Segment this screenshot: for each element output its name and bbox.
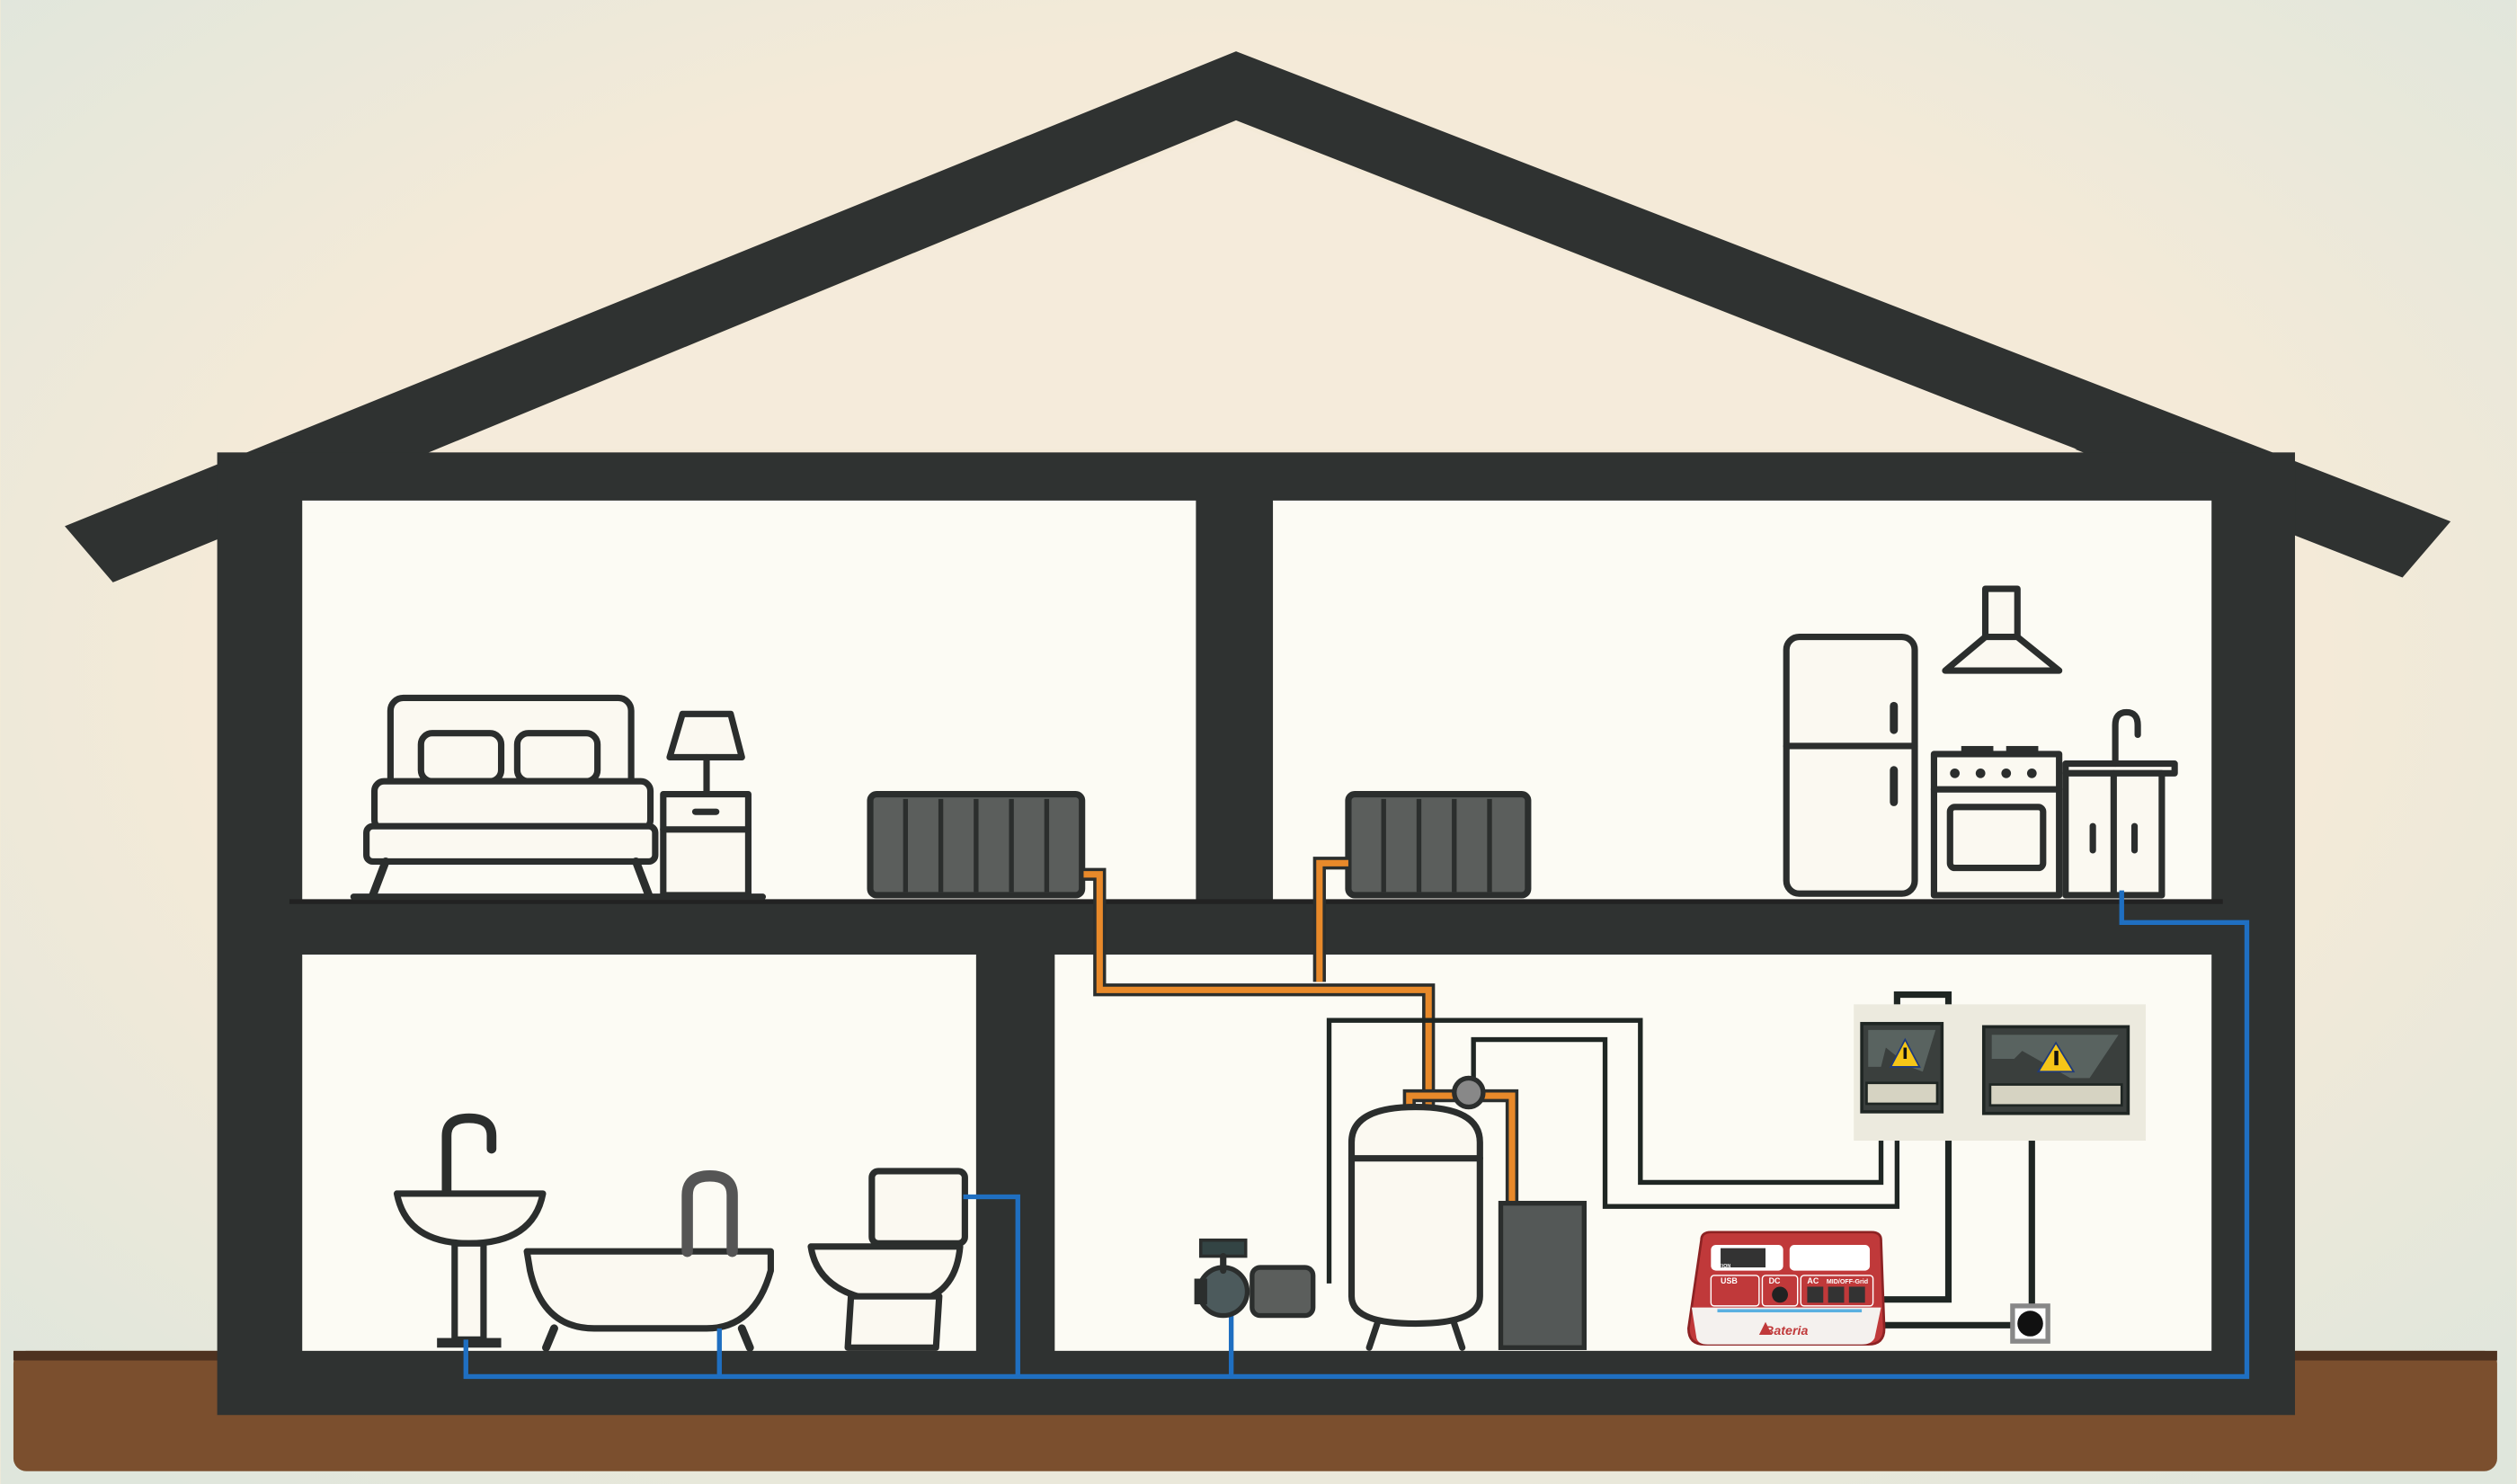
dc-label: DC <box>1769 1276 1781 1285</box>
brand-label: Bateria <box>1765 1324 1808 1338</box>
cold-water-pipe <box>463 890 2250 1380</box>
lamp-icon <box>666 710 745 798</box>
water-tank-icon <box>1347 1075 1486 1351</box>
warning-icon <box>1889 1037 1921 1068</box>
nightstand-icon <box>660 790 752 899</box>
toilet-icon <box>807 1168 968 1351</box>
bathroom-sink-icon <box>393 1113 547 1348</box>
warning-icon <box>2036 1041 2076 1073</box>
stove-icon <box>1930 745 2063 899</box>
wall-outlet-icon <box>2010 1303 2050 1344</box>
ac-label: AC <box>1807 1276 1819 1285</box>
fridge-icon <box>1783 634 1918 897</box>
range-hood-icon <box>1942 585 2063 674</box>
boiler-icon <box>1498 1200 1588 1350</box>
radiator-icon <box>1345 790 1532 899</box>
kitchen-sink-icon <box>2062 708 2178 899</box>
power-station-icon: OFF/ON USB DC AC MID/OFF-Grid Bateria <box>1687 1231 1886 1346</box>
bed-icon <box>363 694 659 900</box>
grid-label: MID/OFF-Grid <box>1827 1278 1868 1285</box>
radiator-icon <box>867 790 1086 899</box>
electrical-panel-icon <box>1860 1021 1944 1114</box>
power-label: OFF/ON <box>1712 1264 1730 1269</box>
bathtub-icon <box>523 1170 774 1352</box>
attic <box>437 125 2077 449</box>
water-pump-icon <box>1194 1238 1316 1319</box>
wiring <box>1326 991 2035 1328</box>
usb-label: USB <box>1721 1276 1738 1285</box>
